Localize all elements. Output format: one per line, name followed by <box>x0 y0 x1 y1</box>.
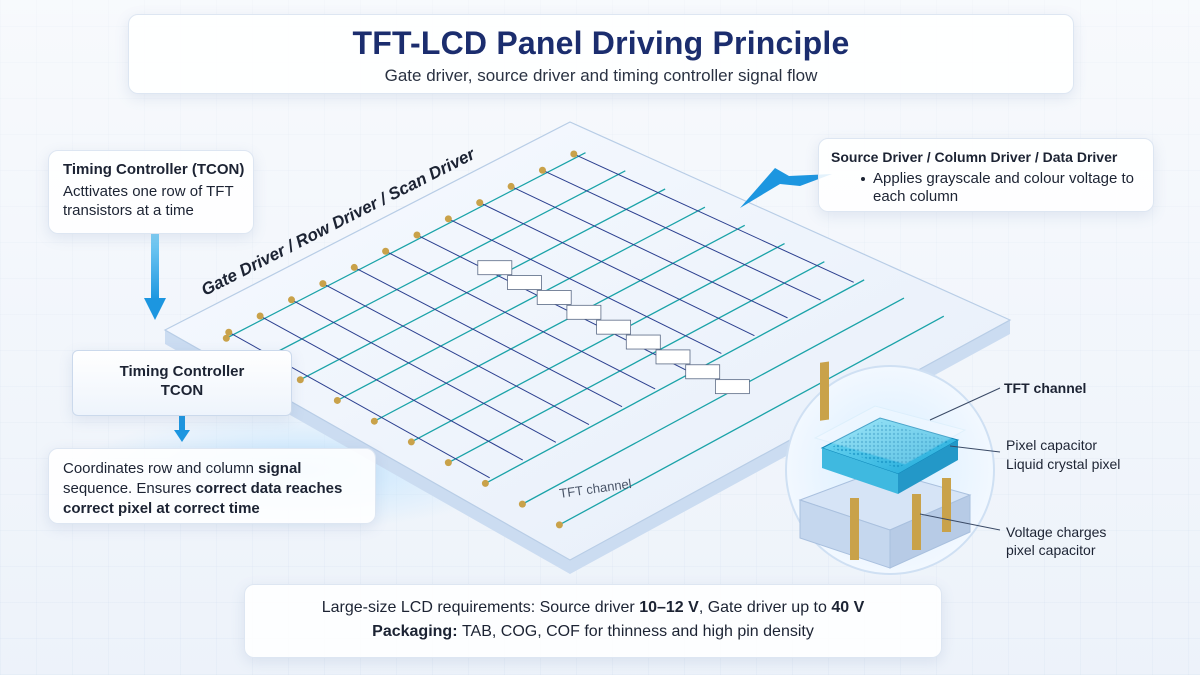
requirements-line1: Large-size LCD requirements: Source driv… <box>245 599 941 617</box>
gold-pad <box>481 479 489 487</box>
gold-pad <box>350 263 358 271</box>
gate-line <box>354 266 623 408</box>
gold-pad <box>296 376 304 384</box>
leader-pixel-capacitor <box>949 445 1001 453</box>
arrow-down-head <box>144 298 166 320</box>
panel-grid-lines <box>222 150 945 529</box>
gold-pad <box>370 417 378 425</box>
tcon-block: Timing Controller TCON <box>72 350 292 416</box>
gold-pad <box>407 438 415 446</box>
req-source-voltage: 10–12 V <box>639 599 699 616</box>
driver-ic-block <box>566 304 602 320</box>
leader-tft-channel <box>929 387 1001 421</box>
leader-voltage <box>919 513 1001 531</box>
data-line <box>374 224 746 422</box>
data-line <box>559 315 945 526</box>
requirements-card: Large-size LCD requirements: Source driv… <box>244 584 942 658</box>
label-liquid-crystal: Liquid crystal pixel <box>1006 456 1121 472</box>
pack-prefix: Packaging: <box>372 623 462 640</box>
gold-pad <box>319 280 327 288</box>
data-line <box>337 206 706 402</box>
gold-pad <box>288 296 296 304</box>
gold-pad <box>413 231 421 239</box>
gate-line <box>322 283 590 425</box>
label-voltage-2: pixel capacitor <box>1006 542 1096 558</box>
data-line <box>226 152 586 339</box>
gate-line <box>385 250 656 390</box>
coord-text-1: Coordinates row and column <box>63 460 259 477</box>
requirements-line2: Packaging: TAB, COG, COF for thinness an… <box>245 623 941 641</box>
gate-line <box>291 299 557 443</box>
data-line <box>263 170 626 360</box>
page-subtitle: Gate driver, source driver and timing co… <box>384 66 818 85</box>
driver-ic-block <box>625 334 661 350</box>
tcon-block-line2: TCON <box>160 382 204 399</box>
gold-pad <box>555 521 563 529</box>
arrow-small-head <box>174 430 190 442</box>
label-tft-channel: TFT channel <box>1004 380 1087 396</box>
req-prefix: Large-size LCD requirements: Source driv… <box>321 599 640 616</box>
gold-pad <box>256 312 264 320</box>
driver-ic-block <box>507 275 542 290</box>
gold-pad <box>570 150 578 158</box>
lcd-panel <box>163 121 1012 561</box>
source-driver-body: Applies grayscale and colour voltage to … <box>831 170 1141 206</box>
coordination-card: Coordinates row and column signal sequen… <box>48 448 376 524</box>
req-gate-voltage: 40 V <box>831 599 865 616</box>
arrow-small-shaft <box>179 416 185 432</box>
pixel-magnifier <box>785 361 995 575</box>
page-title: TFT-LCD Panel Driving Principle <box>352 25 850 61</box>
tcon-note-body: Acttivates one row of TFT transistors at… <box>63 183 234 219</box>
gate-line <box>259 315 524 461</box>
req-middle: , Gate driver up to <box>698 599 832 616</box>
gold-pad <box>333 396 341 404</box>
gate-line <box>448 218 722 354</box>
gold-pad <box>225 328 233 336</box>
data-line <box>411 242 785 443</box>
data-line <box>300 188 666 381</box>
arrow-down-shaft <box>151 234 159 300</box>
gold-pad <box>476 199 484 207</box>
driver-ic-block <box>477 260 513 276</box>
driver-ic-block <box>655 349 691 365</box>
driver-ic-block <box>596 319 632 335</box>
title-card: TFT-LCD Panel Driving Principle Gate dri… <box>128 14 1074 94</box>
label-voltage-1: Voltage charges <box>1006 524 1107 540</box>
pack-items: TAB, COG, COF <box>461 623 580 640</box>
gold-pad <box>222 334 230 342</box>
gate-line <box>510 185 788 319</box>
arrow-source-pointer <box>740 168 832 208</box>
gold-pad <box>507 182 515 190</box>
data-line <box>448 261 825 464</box>
gold-pad <box>444 459 452 467</box>
gold-pad <box>518 500 526 508</box>
pack-suffix: for thinness and high pin density <box>579 623 814 640</box>
coord-text-2: signal <box>258 460 302 477</box>
data-line <box>485 279 865 484</box>
source-driver-card: Source Driver / Column Driver / Data Dri… <box>818 138 1154 212</box>
gold-pad <box>382 247 390 255</box>
tcon-note-card: Timing Controller (TCON) Acttivates one … <box>48 150 254 234</box>
coord-text-4: correct data reaches correct pixel at co… <box>63 480 343 517</box>
gate-line <box>573 153 854 283</box>
gate-line <box>479 202 755 337</box>
gate-line <box>542 169 821 301</box>
source-driver-heading: Source Driver / Column Driver / Data Dri… <box>831 149 1118 165</box>
coord-text-3: sequence. Ensures <box>63 480 196 497</box>
driver-ic-block <box>685 364 721 380</box>
tcon-note-heading: Timing Controller (TCON) <box>63 161 245 178</box>
tcon-block-line1: Timing Controller <box>119 363 245 380</box>
gold-pad <box>538 166 546 174</box>
gold-pad <box>444 215 452 223</box>
data-line <box>522 297 905 505</box>
driver-ic-block <box>536 290 572 305</box>
driver-ic-block <box>714 379 750 395</box>
driver-chips <box>477 260 750 395</box>
label-pixel-capacitor: Pixel capacitor <box>1006 437 1098 453</box>
